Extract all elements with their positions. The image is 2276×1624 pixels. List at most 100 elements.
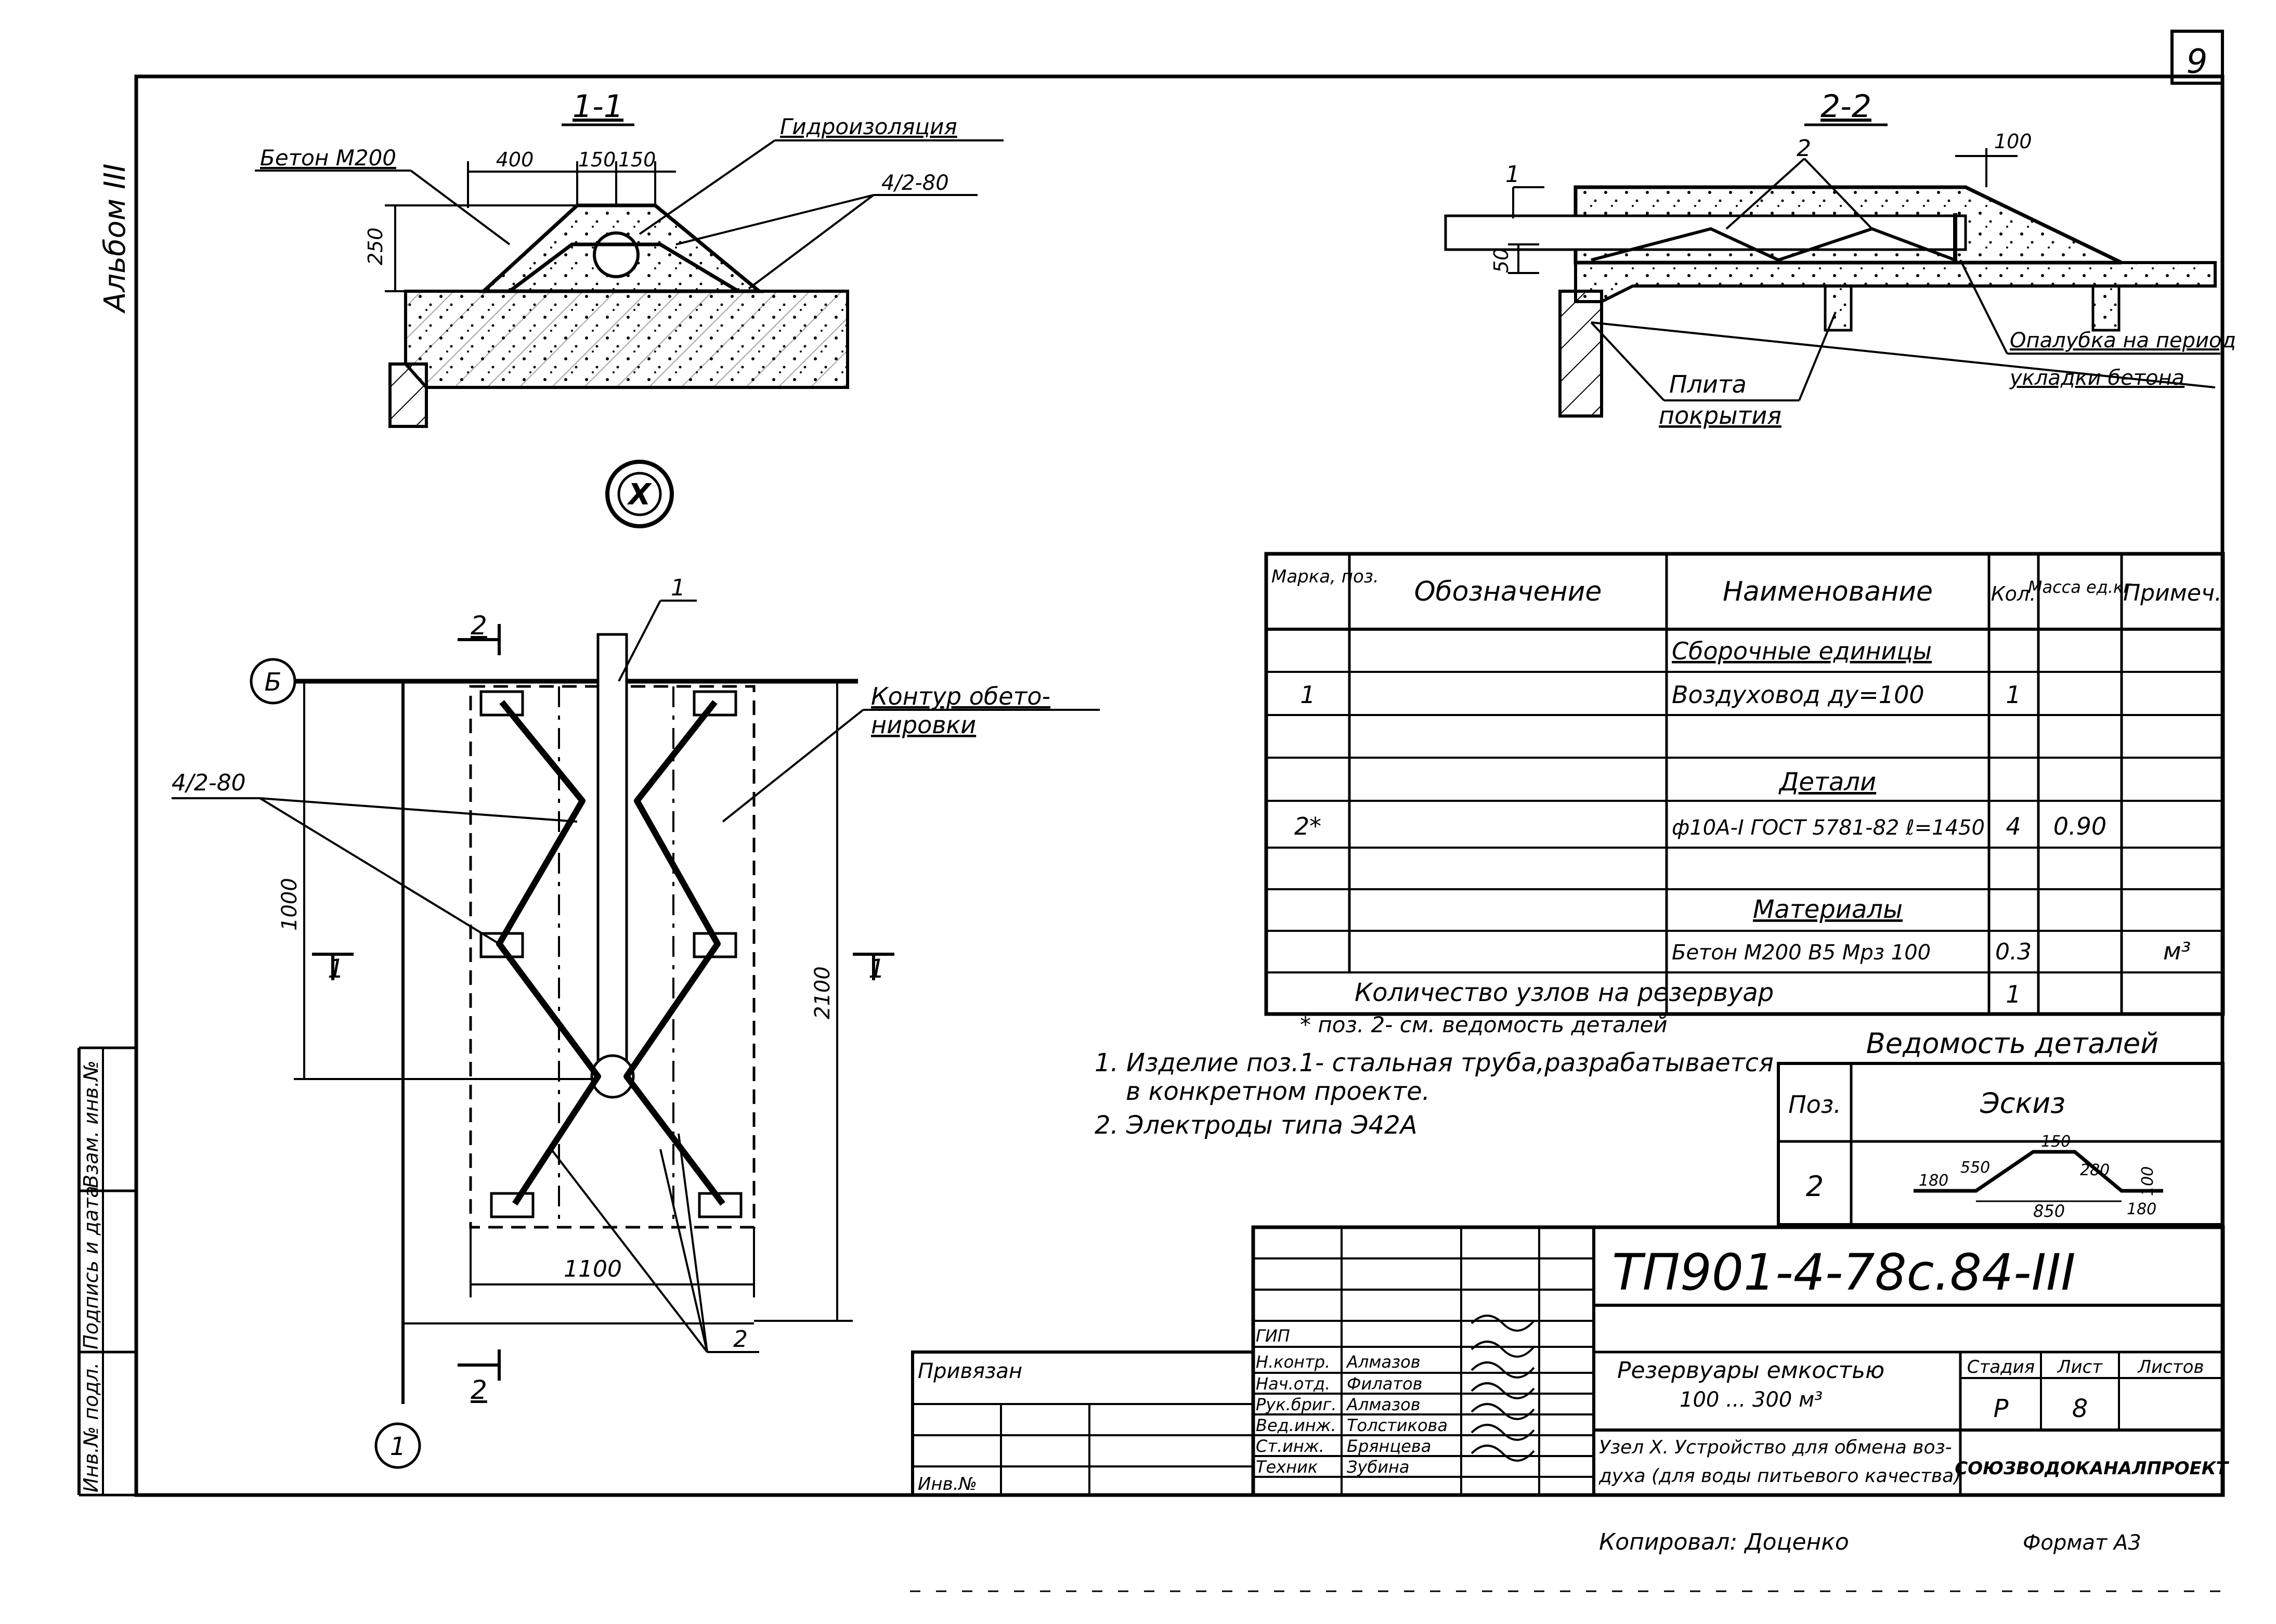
section-1-dim-250: 250 (364, 227, 387, 265)
sheets-label: Листов (2137, 1357, 2204, 1378)
details-col-pos: Поз. (1788, 1090, 1841, 1119)
spec-table (1264, 552, 2225, 1016)
details-table (1777, 1062, 2225, 1226)
spec-row-5-note: м³ (2163, 937, 2191, 965)
spec-row-3-name: ф10А-I ГОСТ 5781-82 ℓ=1450 (1672, 816, 1985, 840)
detail-dim-280: 280 (2080, 1161, 2110, 1179)
spec-header-note: Примеч. (2123, 580, 2222, 606)
name-stinzh: Брянцева (1347, 1436, 1431, 1456)
signatures (1471, 1315, 1535, 1462)
section-1-1-title: 1-1 (573, 88, 623, 125)
project-title-2: 100 ... 300 м³ (1680, 1388, 1823, 1412)
label-slab-1: Плита (1669, 370, 1747, 398)
cut-2-top: 2 (471, 610, 487, 641)
section-1-dim-150b: 150 (618, 148, 656, 171)
role-stinzh: Ст.инж. (1256, 1436, 1324, 1456)
spec-total-label: Количество узлов на резервуар (1355, 978, 1774, 1007)
plate-1 (479, 690, 524, 717)
plan-view: Б 1 2 2 1 (172, 575, 1100, 1469)
note-footnote: * поз. 2- см. ведомость деталей (1300, 1012, 1668, 1037)
cut-1-left: 1 (328, 954, 344, 984)
spec-header-qty: Кол. (1991, 582, 2036, 605)
spec-row-5-name: Бетон М200 В5 Мрз 100 (1672, 941, 1931, 965)
privyazan-label: Привязан (918, 1359, 1022, 1383)
plate-6 (698, 1192, 743, 1218)
spec-row-3-mark: 2* (1294, 812, 1321, 840)
details-row-pos: 2 (1806, 1170, 1824, 1203)
name-tekhnik: Зубина (1347, 1457, 1410, 1477)
spec-header-mark: Марка, поз. (1271, 566, 1379, 587)
plan-dim-2100: 2100 (811, 966, 835, 1019)
spec-total-qty: 1 (2006, 980, 2021, 1008)
spec-row-1-qty: 1 (2006, 681, 2021, 709)
role-tekhnik: Техник (1256, 1457, 1318, 1477)
contour-label-1: Контур обето- (871, 682, 1050, 710)
plan-bar-label: 4/2-80 (172, 770, 246, 796)
section-2-2-title: 2-2 (1820, 88, 1871, 125)
slab-hatch-1 (406, 291, 848, 387)
note-2: 2. Электроды типа Э42А (1095, 1111, 1417, 1140)
name-vedinzh: Толстикова (1347, 1415, 1448, 1435)
section-1-dim-150a: 150 (578, 148, 616, 171)
note-1a: 1. Изделие поз.1- стальная труба,разраба… (1095, 1048, 1774, 1077)
org-name: СОЮЗВОДОКАНАЛПРОЕКТ (1955, 1458, 2229, 1479)
stage-value: Р (1994, 1394, 2009, 1423)
plan-dim-1000: 1000 (278, 878, 302, 931)
axis-1-label: 1 (390, 1432, 406, 1461)
detail-dim-100: 100 (2139, 1166, 2157, 1196)
title-code: ТП901-4-78с.84-III (1612, 1243, 2076, 1302)
detail-bar-sketch (1914, 1150, 2163, 1193)
section-2-2: 2-2 (1444, 88, 2236, 430)
section-1-dim-400: 400 (496, 148, 534, 171)
spec-row-1-mark: 1 (1300, 681, 1315, 709)
label-formwork-2: укладки бетона (2009, 366, 2184, 390)
section-2-dim-100: 100 (1994, 130, 2032, 153)
axis-1-bubble (374, 1422, 421, 1469)
spec-row-5-qty: 0.3 (1995, 939, 2032, 965)
plate-5 (490, 1192, 535, 1218)
note-1b: в конкретном проекте. (1126, 1077, 1430, 1106)
left-strip-replacement: Взам. инв.№ (80, 1060, 102, 1188)
title-block (911, 1225, 2225, 1497)
sheet-label: Лист (2057, 1357, 2103, 1378)
section-1-1: 1-1 400 150 150 250 Бетон М200 Гидроизол… (255, 88, 1004, 428)
pipe-section (593, 231, 640, 278)
spec-row-0-name: Сборочные единицы (1672, 637, 1932, 665)
sheet-title-1: Узел X. Устройство для обмена воз- (1599, 1437, 1952, 1458)
details-title: Ведомость деталей (1866, 1027, 2159, 1060)
cut-2-bottom: 2 (471, 1375, 487, 1405)
details-col-sketch: Эскиз (1980, 1087, 2065, 1120)
name-nkontr: Алмазов (1346, 1352, 1421, 1372)
detail-dim-180a: 180 (1919, 1172, 1948, 1190)
plate-2 (693, 690, 737, 717)
pipe-plan (596, 633, 628, 1088)
spec-header-name: Наименование (1723, 576, 1933, 607)
wall-section-1 (388, 362, 428, 428)
spec-row-3-qty: 4 (2006, 812, 2021, 840)
plan-pos-2: 2 (733, 1326, 748, 1353)
label-waterproofing: Гидроизоляция (780, 114, 957, 139)
role-gip: ГИП (1256, 1326, 1290, 1346)
plan-dim-1100: 1100 (564, 1256, 622, 1282)
spec-row-1-name: Воздуховод ду=100 (1672, 681, 1924, 709)
detail-dim-180b: 180 (2127, 1200, 2156, 1218)
role-vedinzh: Вед.инж. (1256, 1415, 1336, 1435)
wall-section-2 (1558, 290, 1603, 418)
plan-pos-1: 1 (671, 575, 685, 601)
spec-row-3-mass: 0.90 (2053, 812, 2106, 840)
detail-dim-550: 550 (1960, 1159, 1990, 1177)
album-label: Альбом III (98, 164, 132, 314)
spec-row-4-name: Материалы (1753, 895, 1903, 924)
sheet-value: 8 (2072, 1394, 2088, 1423)
section-2-dim-50: 50 (1490, 248, 1513, 273)
label-concrete: Бетон М200 (260, 145, 396, 171)
name-nachotd: Филатов (1347, 1374, 1422, 1394)
label-slab-2: покрытия (1659, 401, 1781, 430)
bar-section-1 (508, 242, 739, 293)
label-formwork-1: Опалубка на период (2010, 329, 2236, 353)
spec-header-designation: Обозначение (1414, 576, 1602, 607)
role-rukbrig: Рук.бриг. (1256, 1395, 1337, 1414)
section-2-pos-1: 1 (1505, 161, 1520, 188)
role-nkontr: Н.контр. (1256, 1352, 1330, 1372)
